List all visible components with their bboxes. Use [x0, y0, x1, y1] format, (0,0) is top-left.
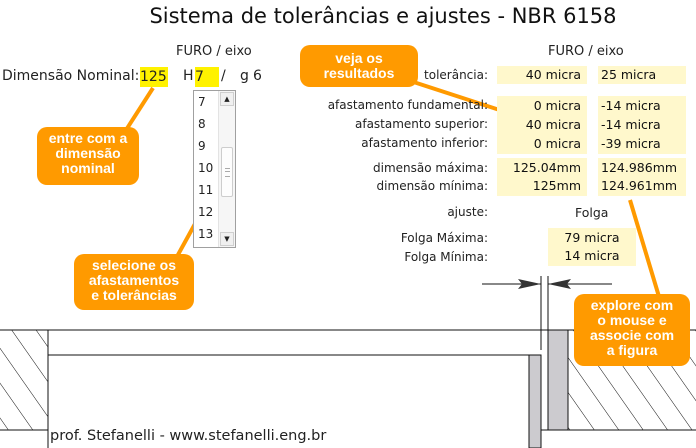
lower-deviation-label: afastamento inferior:	[361, 136, 488, 150]
shaft-min-dimension: 124.961mm	[601, 178, 678, 193]
shaft-letter[interactable]: g	[240, 68, 249, 84]
hole-dimension-bg	[497, 158, 587, 196]
hole-tolerance-zone	[547, 329, 569, 431]
results-header: FURO / eixo	[548, 44, 624, 59]
callout-line: explore com	[590, 297, 674, 313]
clearance-bg	[548, 228, 636, 266]
shaft-lower-deviation: -39 micra	[601, 136, 661, 151]
min-clearance-label: Folga Mínima:	[404, 250, 488, 264]
grade-option[interactable]: 13	[198, 227, 214, 241]
upper-deviation-label: afastamento superior:	[354, 117, 488, 131]
callout-line: o mouse e	[597, 312, 667, 328]
hole-deviation-bg	[497, 96, 587, 154]
scrollbar-thumb[interactable]	[221, 147, 233, 197]
hole-min-dimension: 125mm	[532, 178, 581, 193]
callout-line: a figura	[606, 342, 658, 358]
max-clearance-value: 79 micra	[564, 230, 620, 245]
fit-separator: /	[221, 68, 226, 84]
callout-select-grades: selecione os afastamentos e tolerâncias	[74, 254, 194, 310]
fundamental-deviation-label: afastamento fundamental:	[327, 98, 488, 112]
hole-grade-select[interactable]: 7	[195, 67, 219, 87]
callout-see-results: veja os resultados	[300, 45, 418, 87]
shaft-tolerance: 25 micra	[598, 66, 686, 84]
footer-credit[interactable]: prof. Stefanelli - www.stefanelli.eng.br	[50, 428, 327, 444]
callout-enter-nominal: entre com a dimensão nominal	[37, 127, 139, 185]
grip-icon	[225, 168, 230, 177]
hole-letter[interactable]: H	[183, 68, 194, 84]
callout-line: dimensão	[55, 145, 121, 161]
callout-explore: explore com o mouse e associe com a figu…	[574, 294, 690, 366]
fit-label: ajuste:	[447, 205, 488, 219]
shaft-fundamental-deviation: -14 micra	[601, 98, 661, 113]
shaft-max-dimension: 124.986mm	[601, 160, 678, 175]
grade-option[interactable]: 11	[198, 183, 214, 197]
min-clearance-value: 14 micra	[564, 248, 620, 263]
grade-option[interactable]: 10	[198, 161, 214, 175]
nominal-input[interactable]: 125	[140, 67, 168, 87]
hole-section-left	[0, 330, 48, 430]
callout-line: resultados	[323, 65, 395, 81]
callout-line: nominal	[61, 160, 115, 176]
shaft-dimension-bg	[598, 158, 686, 196]
tolerance-label: tolerância:	[424, 68, 488, 82]
shaft-upper-deviation: -14 micra	[601, 117, 661, 132]
callout-line: entre com a	[48, 130, 128, 146]
shaft-deviation-bg	[598, 96, 686, 154]
grade-option[interactable]: 8	[198, 117, 206, 131]
nominal-label: Dimensão Nominal:	[2, 68, 140, 84]
hole-fundamental-deviation: 0 micra	[533, 98, 581, 113]
fit-value: Folga	[575, 205, 609, 220]
hole-tolerance: 40 micra	[497, 66, 587, 84]
grade-option[interactable]: 9	[198, 139, 206, 153]
page-title: Sistema de tolerâncias e ajustes - NBR 6…	[149, 4, 617, 28]
callout-line: associe com	[589, 327, 675, 343]
min-dimension-label: dimensão mínima:	[376, 179, 488, 193]
hole-lower-deviation: 0 micra	[533, 136, 581, 151]
hole-max-dimension: 125.04mm	[512, 160, 581, 175]
max-dimension-label: dimensão máxima:	[373, 161, 488, 175]
input-header: FURO / eixo	[176, 44, 252, 59]
grade-listbox[interactable]: 7 8 9 10 11 12 13 ▲ ▼	[193, 90, 236, 248]
callout-line: selecione os	[91, 257, 177, 273]
shaft-grade[interactable]: 6	[253, 68, 262, 84]
callout-line: e tolerâncias	[91, 287, 177, 303]
grade-option[interactable]: 7	[198, 95, 206, 109]
max-clearance-label: Folga Máxima:	[400, 231, 488, 245]
callout-line: afastamentos	[88, 272, 180, 288]
grade-option[interactable]: 12	[198, 205, 214, 219]
listbox-scrollbar[interactable]: ▲ ▼	[218, 91, 235, 247]
hole-upper-deviation: 40 micra	[525, 117, 581, 132]
scroll-up-arrow-icon[interactable]: ▲	[220, 92, 234, 106]
shaft-tolerance-zone	[528, 354, 542, 448]
scroll-down-arrow-icon[interactable]: ▼	[220, 232, 234, 246]
callout-line: veja os	[335, 50, 383, 66]
